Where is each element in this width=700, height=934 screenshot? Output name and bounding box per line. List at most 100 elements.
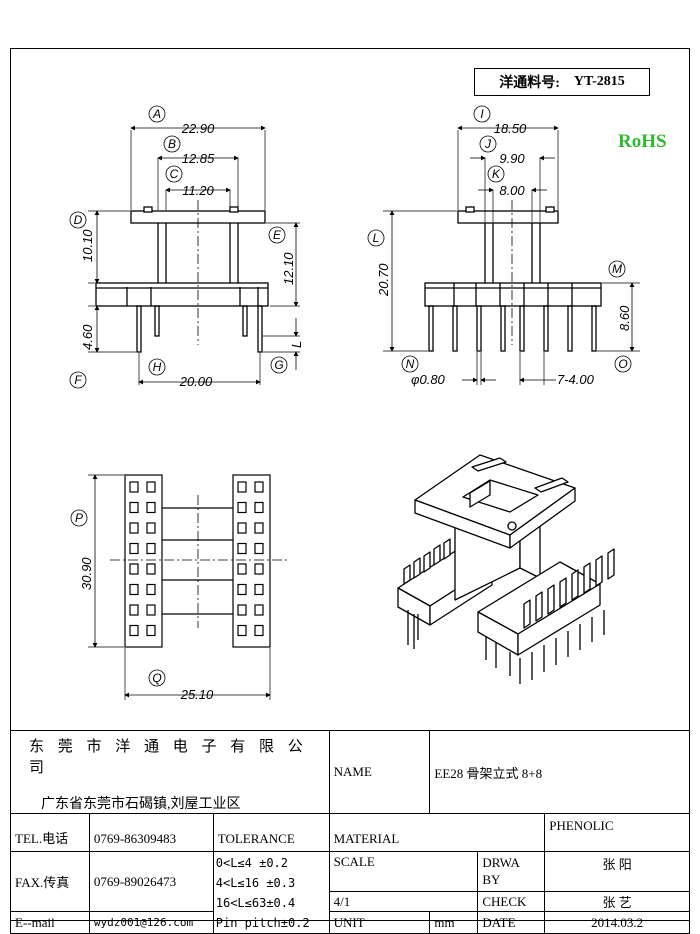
label-B: B: [168, 137, 176, 151]
front-view-labels: A 22.90 B 12.85 C 11.20 D 10.10 F 4.60 E…: [69, 105, 304, 389]
rail-slot: [146, 542, 156, 555]
date-value: 2014.03.2: [544, 911, 690, 934]
rail-slot: [237, 481, 247, 493]
label-P: P: [75, 511, 83, 525]
email-label: E--mail: [10, 911, 90, 934]
material-label: MATERIAL: [328, 813, 546, 852]
label-O: O: [618, 357, 627, 371]
rail-slot: [254, 583, 264, 596]
label-I: I: [480, 107, 484, 121]
rail-slot: [146, 563, 156, 575]
technical-drawing: A 22.90 B 12.85 C 11.20 D 10.10 F 4.60 E…: [69, 105, 640, 702]
rail-slot: [129, 542, 139, 555]
dim-K: 8.00: [499, 183, 525, 198]
rail-slot: [146, 583, 156, 596]
dim-F: 4.60: [80, 324, 95, 350]
rail-slot: [254, 563, 264, 575]
rail-slot: [129, 624, 139, 637]
rail-slot: [237, 624, 247, 637]
rail-slot: [237, 604, 247, 616]
company-address: 广东省东莞市石碣镇,刘屋工业区: [41, 797, 241, 812]
label-M: M: [612, 262, 622, 276]
label-A: A: [152, 107, 161, 121]
label-K: K: [492, 167, 501, 181]
tel-label: TEL.电话: [10, 813, 90, 852]
bottom-view-labels: P 30.90 Q 25.10: [70, 509, 214, 702]
side-view-labels: I 18.50 J 9.90 K 8.00 L 20.70 M 8.60 N φ…: [367, 105, 632, 387]
scale-label: SCALE: [328, 851, 479, 892]
rail-slot: [237, 522, 247, 534]
side-view: [383, 125, 640, 385]
drwa-label: DRWA: [482, 855, 520, 870]
dim-I: 18.50: [494, 121, 527, 136]
dim-C: 11.20: [182, 183, 214, 198]
check-label: CHECK: [477, 891, 546, 912]
rail-slot: [129, 583, 139, 596]
rail-slot: [129, 563, 139, 575]
rail-slot: [146, 481, 156, 493]
part-number-label: 洋通料号:: [499, 76, 560, 91]
label-C: C: [170, 167, 179, 181]
rail-slot: [237, 583, 247, 596]
rail-slot: [129, 522, 139, 534]
unit-value: mm: [429, 911, 479, 934]
rail-slot: [146, 522, 156, 534]
rail-slot: [129, 604, 139, 616]
company-name: 东 莞 市 洋 通 电 子 有 限 公 司: [29, 739, 308, 776]
tolerance-row-3: 16<L≤63±0.4: [215, 895, 296, 910]
date-label: DATE: [477, 911, 546, 934]
dim-N: φ0.80: [411, 372, 446, 387]
dim-L-front: L: [289, 341, 304, 348]
tolerance-label: TOLERANCE: [212, 813, 330, 852]
tolerance-row-4: Pin pitch±0.2: [215, 915, 310, 930]
scale-value: 4/1: [328, 891, 479, 912]
dim-E: 12.10: [281, 252, 296, 285]
rohs-mark: RoHS: [618, 131, 667, 152]
label-D: D: [74, 213, 83, 227]
rail-slot: [254, 522, 264, 534]
rail-slot: [254, 542, 264, 555]
dim-O: 7-4.00: [557, 372, 595, 387]
rail-slot: [146, 624, 156, 637]
rail-slot: [237, 501, 247, 514]
unit-label: UNIT: [328, 911, 431, 934]
label-F: F: [74, 373, 82, 387]
rail-slot: [129, 501, 139, 514]
dim-Q: 25.10: [180, 687, 214, 702]
material-value: PHENOLIC: [544, 813, 690, 852]
dim-A: 22.90: [181, 121, 215, 136]
title-block: 东 莞 市 洋 通 电 子 有 限 公 司 广东省东莞市石碣镇,刘屋工业区 NA…: [10, 730, 690, 934]
dim-B: 12.85: [182, 151, 215, 166]
dim-M: 8.60: [617, 305, 632, 331]
rail-slot: [254, 604, 264, 616]
rail-slot: [254, 624, 264, 637]
label-L: L: [373, 231, 380, 245]
label-N: N: [406, 357, 415, 371]
tel-value: 0769-86309483: [88, 813, 214, 852]
name-label: NAME: [328, 730, 431, 814]
fax-value: 0769-89026473: [88, 851, 214, 912]
bottom-view: [88, 474, 288, 700]
name-value: EE28 骨架立式 8+8: [429, 730, 690, 814]
label-E: E: [273, 228, 282, 242]
rail-slot: [254, 481, 264, 493]
drwa-value: 张 阳: [544, 851, 690, 892]
part-number-value: YT-2815: [573, 74, 625, 89]
tolerance-row-1: 0<L≤4 ±0.2: [215, 855, 288, 870]
dim-L: 20.70: [376, 263, 391, 297]
rail-slot: [254, 501, 264, 514]
dim-P: 30.90: [79, 557, 94, 590]
dim-H: 20.00: [179, 374, 213, 389]
dim-J: 9.90: [499, 151, 525, 166]
rail-slot: [146, 501, 156, 514]
dim-D: 10.10: [80, 229, 95, 262]
label-Q: Q: [152, 671, 161, 685]
label-J: J: [484, 137, 492, 151]
rail-slot: [237, 563, 247, 575]
email-value: wydz001@126.com: [88, 911, 214, 934]
tolerance-row-2: 4<L≤16 ±0.3: [215, 875, 296, 890]
fax-label: FAX.传真: [10, 851, 90, 912]
isometric-view: [397, 454, 615, 684]
label-H: H: [153, 360, 162, 374]
rail-slot: [146, 604, 156, 616]
